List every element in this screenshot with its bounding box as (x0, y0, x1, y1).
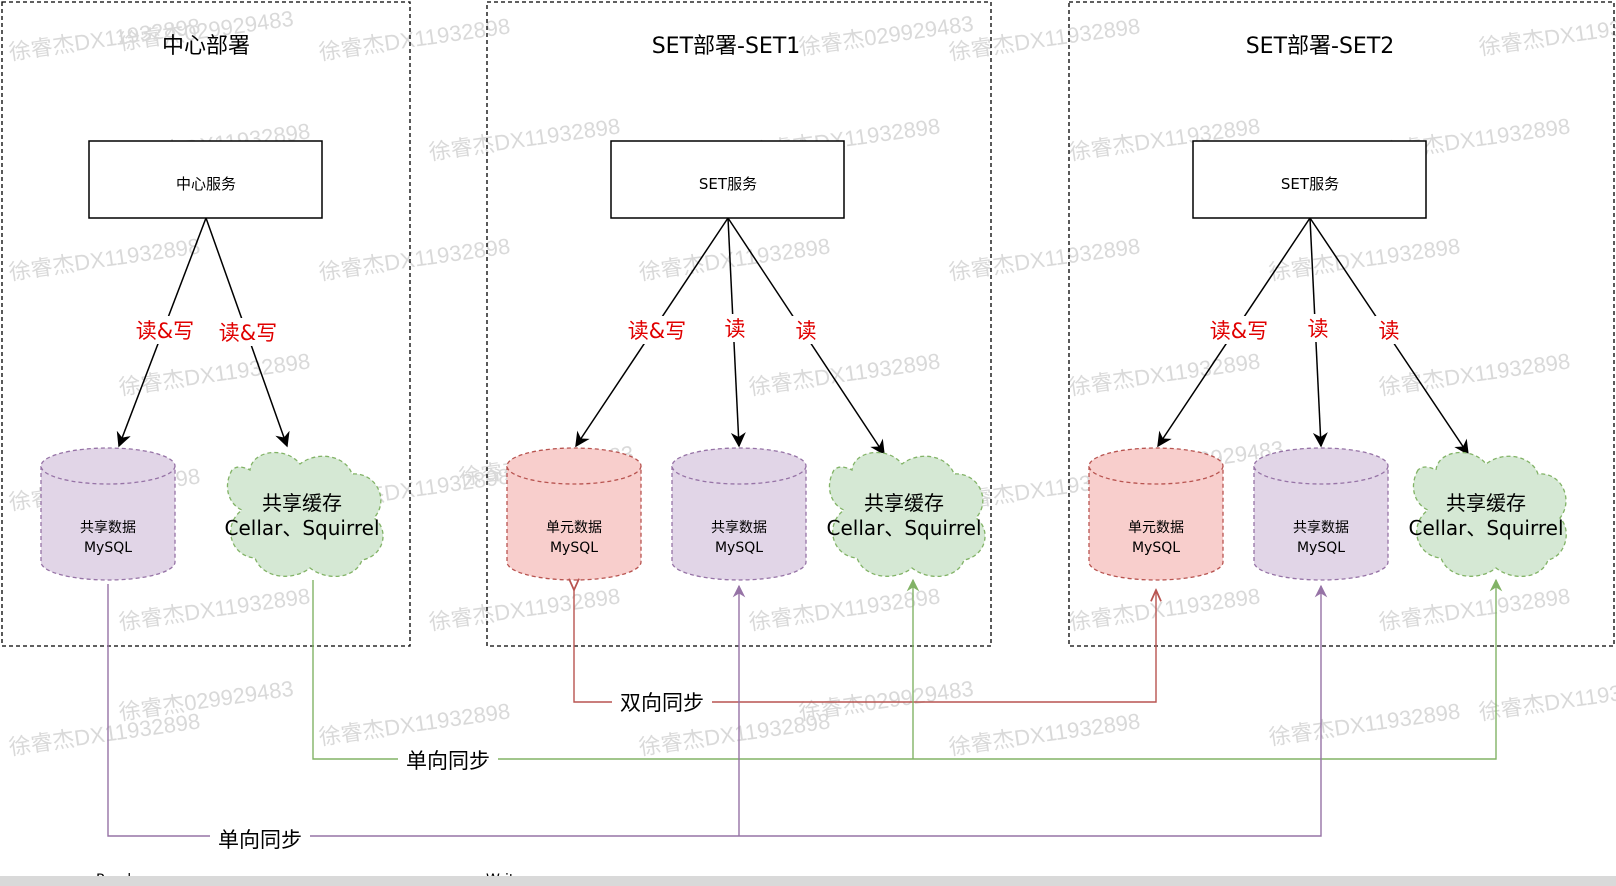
label-bg (721, 314, 749, 342)
set1-service-box[interactable] (610, 140, 845, 219)
db-label-line2: MySQL (1297, 540, 1345, 556)
edge-label-read-write: 读&写 (136, 319, 194, 343)
db-label-line2: MySQL (715, 540, 763, 556)
db-label-line1: 单元数据 (546, 520, 602, 536)
set1-unit-db[interactable]: 单元数据 MySQL (506, 447, 642, 581)
watermark: 徐睿杰029929483 (797, 676, 975, 725)
label-bg (1375, 316, 1403, 344)
set1-shared-db[interactable]: 共享数据 MySQL (671, 447, 807, 581)
label-bg (398, 746, 498, 774)
edge-label-read: 读 (725, 317, 746, 341)
watermark: 徐睿杰DX11932898 (947, 233, 1141, 285)
label-bg (612, 688, 712, 716)
center-service-box[interactable] (88, 140, 323, 219)
db-label-line2: MySQL (550, 540, 598, 556)
watermark: 徐睿杰DX11932898 (637, 233, 831, 285)
bidirectional-sync-label: 双向同步 (620, 691, 704, 715)
watermark: 徐睿杰DX11932898 (1377, 583, 1571, 635)
watermark: 徐睿杰DX11932898 (427, 583, 621, 635)
cache-sync-line-main (312, 578, 1503, 760)
label-bg (1206, 316, 1272, 344)
watermark: 徐睿杰DX11932898 (317, 233, 511, 285)
watermark-layer: 徐睿杰DX11932898 徐睿杰029929483 徐睿杰DX11932898… (7, 6, 1616, 760)
zone-center-title: 中心部署 (162, 34, 250, 59)
watermark: 徐睿杰DX11932898 (317, 698, 511, 750)
label-bg (1304, 314, 1332, 342)
set2-service-label: SET服务 (1281, 175, 1339, 193)
set1-service-label: SET服务 (699, 175, 757, 193)
label-bg (792, 316, 820, 344)
zone-set1-title: SET部署-SET1 (652, 34, 801, 59)
zone-set2: SET部署-SET2 SET服务 读&写 读 读 单元数据 MySQL 共享数据… (1068, 1, 1615, 647)
cache-label-line2: Cellar、Squirrel (1409, 516, 1564, 540)
bottom-bar (0, 876, 1616, 886)
watermark: 徐睿杰DX11932898 (747, 348, 941, 400)
watermark: 徐睿杰DX11932898 (1477, 673, 1616, 725)
center-shared-db[interactable]: 共享数据 MySQL (40, 447, 176, 581)
cache-label-line1: 共享缓存 (864, 491, 944, 515)
set2-shared-db[interactable]: 共享数据 MySQL (1253, 447, 1389, 581)
bidirectional-sync-line (574, 590, 1156, 703)
set1-shared-cache[interactable]: 共享缓存 Cellar、Squirrel (827, 451, 986, 578)
cache-label-line2: Cellar、Squirrel (225, 516, 380, 540)
db-label-line2: MySQL (84, 540, 132, 556)
label-bg (132, 316, 198, 344)
watermark: 徐睿杰DX11932898 (1267, 233, 1461, 285)
db-label-line1: 共享数据 (80, 519, 136, 536)
zone-center: 中心部署 中心服务 读&写 读&写 共享数据 MySQL 共享缓存 Cellar… (1, 1, 411, 647)
db-sync-label: 单向同步 (218, 828, 302, 852)
watermark: 徐睿杰DX11932898 (317, 13, 511, 65)
edge-label-read: 读 (1308, 317, 1329, 341)
watermark: 徐睿杰DX11932898 (1377, 348, 1571, 400)
center-shared-cache[interactable]: 共享缓存 Cellar、Squirrel (225, 451, 384, 578)
center-service-label: 中心服务 (176, 175, 236, 193)
cache-sync-label: 单向同步 (406, 749, 490, 773)
edge-label-read-write: 读&写 (628, 319, 686, 343)
db-sync-line-main (107, 584, 1328, 837)
edge-label-read: 读 (1379, 319, 1400, 343)
watermark: 徐睿杰DX11932898 (7, 708, 201, 760)
watermark: 徐睿杰DX11932898 (1477, 8, 1616, 60)
zone-center-frame (1, 1, 411, 647)
edge-label-read-write: 读&写 (219, 321, 277, 345)
set2-shared-cache[interactable]: 共享缓存 Cellar、Squirrel (1409, 451, 1567, 578)
set2-unit-db[interactable]: 单元数据 MySQL (1088, 447, 1224, 581)
watermark: 徐睿杰DX11932898 (1067, 583, 1261, 635)
db-label-line1: 共享数据 (711, 519, 767, 536)
db-label-line1: 共享数据 (1293, 519, 1349, 536)
label-bg (624, 316, 690, 344)
edge-label-read: 读 (796, 319, 817, 343)
zone-set2-title: SET部署-SET2 (1246, 34, 1395, 59)
watermark: 徐睿杰DX11932898 (427, 113, 621, 165)
cache-label-line1: 共享缓存 (1446, 491, 1526, 515)
cache-label-line1: 共享缓存 (262, 491, 342, 515)
cache-label-line2: Cellar、Squirrel (827, 516, 982, 540)
zone-set1: SET部署-SET1 SET服务 读&写 读 读 单元数据 MySQL 共享数据… (486, 1, 992, 647)
watermark: 徐睿杰DX11932898 (1067, 348, 1261, 400)
label-bg (210, 825, 310, 853)
edge-label-read-write: 读&写 (1210, 319, 1268, 343)
db-label-line1: 单元数据 (1128, 520, 1184, 536)
db-label-line2: MySQL (1132, 540, 1180, 556)
watermark: 徐睿杰DX11932898 (1267, 698, 1461, 750)
watermark: 徐睿杰DX11932898 (117, 583, 311, 635)
watermark: 徐睿杰DX11932898 (947, 13, 1141, 65)
watermark: 徐睿杰DX11932898 (947, 708, 1141, 760)
watermark: 徐睿杰DX11932898 (7, 233, 201, 285)
label-bg (215, 318, 281, 346)
